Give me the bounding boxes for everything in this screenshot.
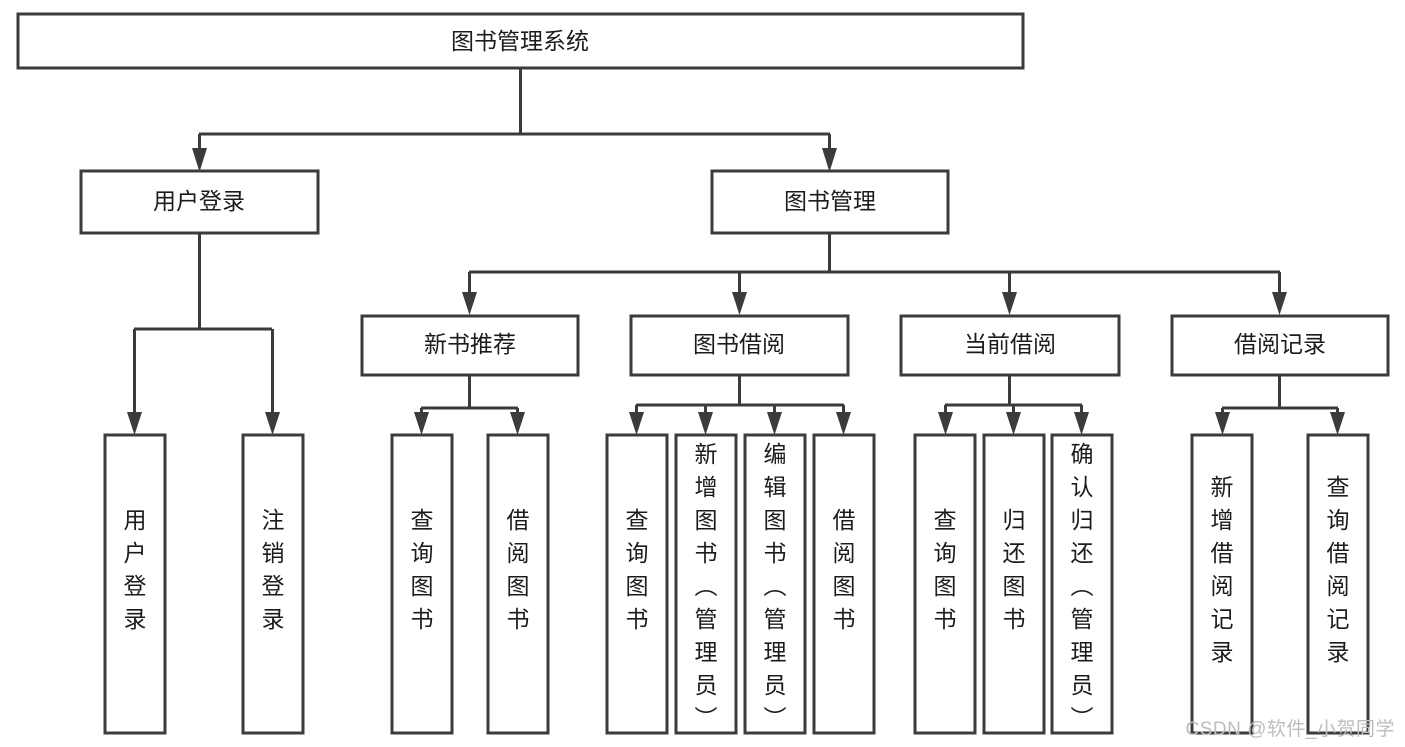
- arrowhead-book-manage-to-book-borrow: [732, 292, 747, 315]
- node-leaf-add-record[interactable]: 新增借阅记录: [1190, 433, 1254, 735]
- arrowhead-book-manage-to-current-borrow: [1002, 292, 1017, 315]
- node-leaf-query-book-1-box[interactable]: [390, 433, 454, 735]
- node-leaf-borrow-book-2-label: 借阅图书: [833, 507, 856, 632]
- node-leaf-borrow-book-1[interactable]: 借阅图书: [486, 433, 550, 735]
- node-leaf-return-book-box[interactable]: [982, 433, 1046, 735]
- node-new-book-recommend-label: 新书推荐: [424, 331, 516, 357]
- connector-group-borrow-record: [1215, 375, 1345, 435]
- node-leaf-return-book[interactable]: 归还图书: [982, 433, 1046, 735]
- node-leaf-edit-book-box[interactable]: [743, 433, 807, 735]
- node-user-login-label: 用户登录: [153, 188, 245, 214]
- node-new-book-recommend[interactable]: 新书推荐: [360, 314, 580, 377]
- connector-group-user-login: [127, 233, 280, 435]
- node-root-label: 图书管理系统: [451, 28, 589, 54]
- node-leaf-query-book-3-label: 查询图书: [934, 507, 957, 632]
- arrowhead-book-borrow-to-leaf-1: [629, 412, 644, 435]
- node-borrow-record-box[interactable]: [1170, 314, 1390, 377]
- arrowhead-book-borrow-to-leaf-4: [836, 412, 851, 435]
- node-leaf-query-book-2-box[interactable]: [605, 433, 669, 735]
- node-book-manage-label: 图书管理: [784, 188, 876, 214]
- node-leaf-logout-login-box[interactable]: [241, 433, 305, 735]
- arrowhead-current-borrow-to-leaf-2: [1006, 412, 1021, 435]
- node-leaf-logout-login-label: 注销登录: [262, 507, 285, 632]
- node-root-box[interactable]: [16, 12, 1025, 70]
- node-book-manage[interactable]: 图书管理: [710, 169, 950, 235]
- connector-group-new-book-recommend: [414, 375, 525, 435]
- node-leaf-query-book-3-box[interactable]: [913, 433, 977, 735]
- node-current-borrow-label: 当前借阅: [964, 331, 1056, 357]
- connector-group-book-borrow: [629, 375, 851, 435]
- arrowhead-book-borrow-to-leaf-3: [767, 412, 782, 435]
- node-leaf-logout-login[interactable]: 注销登录: [241, 433, 305, 735]
- node-leaf-add-record-box[interactable]: [1190, 433, 1254, 735]
- arrowhead-root-to-user-login: [192, 148, 207, 172]
- node-leaf-add-book-box[interactable]: [674, 433, 738, 735]
- node-user-login[interactable]: 用户登录: [79, 169, 320, 235]
- node-leaf-confirm-return[interactable]: 确认归还︵管理员︶: [1050, 433, 1114, 735]
- node-leaf-confirm-return-label: 确认归还︵管理员︶: [1071, 441, 1094, 731]
- csdn-watermark: CSDN @软件_小贺同学: [1185, 719, 1395, 740]
- node-book-manage-box[interactable]: [710, 169, 950, 235]
- node-user-login-box[interactable]: [79, 169, 320, 235]
- node-leaf-user-login[interactable]: 用户登录: [103, 433, 167, 735]
- connector-group-current-borrow: [938, 375, 1089, 435]
- arrowhead-new-book-to-leaf-2: [510, 412, 525, 435]
- connector-group-book-manage: [462, 233, 1287, 315]
- node-leaf-query-book-2[interactable]: 查询图书: [605, 433, 669, 735]
- node-leaf-query-record[interactable]: 查询借阅记录: [1306, 433, 1370, 735]
- node-book-borrow-box[interactable]: [629, 314, 850, 377]
- connector-group-root: [192, 68, 837, 172]
- node-leaf-query-book-1[interactable]: 查询图书: [390, 433, 454, 735]
- node-current-borrow[interactable]: 当前借阅: [899, 314, 1121, 377]
- node-book-borrow[interactable]: 图书借阅: [629, 314, 850, 377]
- arrowhead-new-book-to-leaf-1: [414, 412, 429, 435]
- node-leaf-add-book[interactable]: 新增图书︵管理员︶: [674, 433, 738, 735]
- node-leaf-edit-book-label: 编辑图书︵管理员︶: [764, 441, 787, 731]
- node-leaf-add-record-label: 新增借阅记录: [1211, 474, 1234, 665]
- node-root[interactable]: 图书管理系统: [16, 12, 1025, 70]
- node-new-book-recommend-box[interactable]: [360, 314, 580, 377]
- node-leaf-confirm-return-box[interactable]: [1050, 433, 1114, 735]
- node-leaf-return-book-label: 归还图书: [1003, 507, 1026, 632]
- arrowhead-current-borrow-to-leaf-3: [1074, 412, 1089, 435]
- node-leaf-query-record-box[interactable]: [1306, 433, 1370, 735]
- node-book-borrow-label: 图书借阅: [693, 331, 785, 357]
- arrowhead-book-manage-to-borrow-record: [1272, 292, 1287, 315]
- arrowhead-user-login-to-leaf-2: [265, 412, 280, 435]
- node-leaf-edit-book[interactable]: 编辑图书︵管理员︶: [743, 433, 807, 735]
- node-leaf-query-book-1-label: 查询图书: [411, 507, 434, 632]
- node-leaf-add-book-label: 新增图书︵管理员︶: [695, 441, 718, 731]
- node-leaf-borrow-book-2[interactable]: 借阅图书: [812, 433, 876, 735]
- node-leaf-user-login-label: 用户登录: [124, 507, 147, 632]
- node-borrow-record[interactable]: 借阅记录: [1170, 314, 1390, 377]
- node-leaf-query-book-2-label: 查询图书: [626, 507, 649, 632]
- arrowhead-borrow-record-to-leaf-1: [1215, 412, 1230, 435]
- arrowhead-borrow-record-to-leaf-2: [1330, 412, 1345, 435]
- arrowhead-root-to-book-manage: [822, 148, 837, 172]
- arrowhead-user-login-to-leaf-1: [127, 412, 142, 435]
- arrowhead-book-manage-to-new-book: [462, 292, 477, 315]
- node-borrow-record-label: 借阅记录: [1234, 331, 1326, 357]
- node-leaf-borrow-book-2-box[interactable]: [812, 433, 876, 735]
- arrowhead-book-borrow-to-leaf-2: [698, 412, 713, 435]
- node-current-borrow-box[interactable]: [899, 314, 1121, 377]
- arrowhead-current-borrow-to-leaf-1: [938, 412, 953, 435]
- node-leaf-query-record-label: 查询借阅记录: [1327, 474, 1350, 665]
- node-leaf-borrow-book-1-box[interactable]: [486, 433, 550, 735]
- node-leaf-query-book-3[interactable]: 查询图书: [913, 433, 977, 735]
- node-leaf-borrow-book-1-label: 借阅图书: [507, 507, 530, 632]
- node-leaf-user-login-box[interactable]: [103, 433, 167, 735]
